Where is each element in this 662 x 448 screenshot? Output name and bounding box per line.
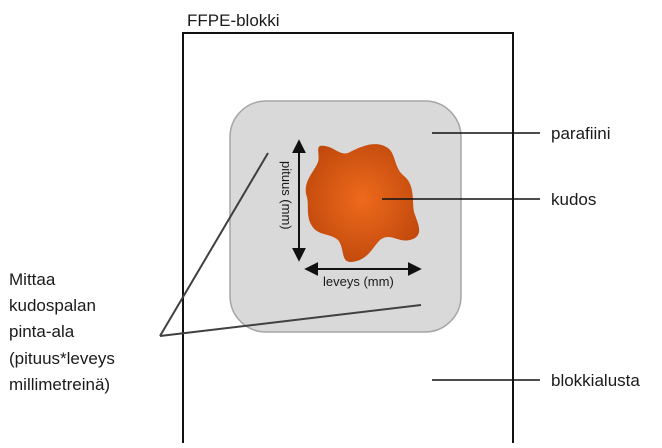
block-base-label: blokkialusta bbox=[551, 371, 640, 390]
instruction-line-5: millimetreinä) bbox=[9, 375, 110, 394]
paraffin-label: parafiini bbox=[551, 124, 611, 143]
instruction-line-2: kudospalan bbox=[9, 296, 96, 315]
tissue-label: kudos bbox=[551, 190, 596, 209]
instruction-line-1: Mittaa bbox=[9, 270, 56, 289]
instruction-line-4: (pituus*leveys bbox=[9, 349, 115, 368]
instruction-pointer-lower bbox=[159, 304, 422, 337]
tissue-sample bbox=[305, 144, 420, 263]
diagram-title: FFPE-blokki bbox=[187, 11, 280, 30]
length-label: pituus (mm) bbox=[279, 161, 294, 230]
block-base-outline bbox=[182, 32, 514, 443]
instruction-pointer-upper bbox=[159, 152, 269, 337]
instruction-line-3: pinta-ala bbox=[9, 322, 75, 341]
width-label: leveys (mm) bbox=[323, 274, 394, 289]
